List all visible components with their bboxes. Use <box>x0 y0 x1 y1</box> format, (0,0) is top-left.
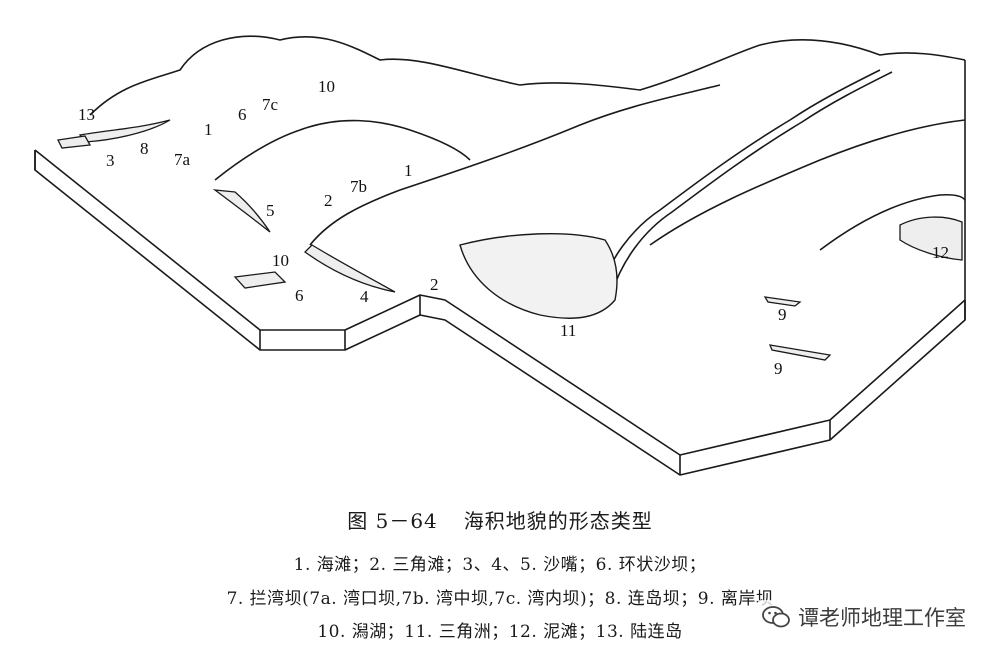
headland-upper <box>214 119 471 181</box>
island-13 <box>57 135 92 149</box>
label-9b: 9 <box>774 359 783 378</box>
delta-fan <box>459 233 618 319</box>
label-3: 3 <box>106 151 115 170</box>
block-side-face <box>34 150 966 476</box>
bar-9a <box>763 296 802 307</box>
label-6a: 6 <box>238 105 247 124</box>
label-1b: 1 <box>404 161 413 180</box>
wechat-icon <box>762 606 790 628</box>
block-top-edge <box>34 149 966 456</box>
figure-number: 图 5－64 <box>347 509 438 533</box>
label-7a: 7a <box>174 150 191 169</box>
tombolo-8 <box>78 119 171 143</box>
hill-ridge-back <box>89 35 966 116</box>
figure-title: 海积地貌的形态类型 <box>463 509 653 533</box>
headland-middle <box>309 84 721 246</box>
label-8: 8 <box>140 139 149 158</box>
label-9a: 9 <box>778 305 787 324</box>
island-6 <box>233 271 287 289</box>
label-7c: 7c <box>262 95 279 114</box>
label-10a: 10 <box>318 77 335 96</box>
landform-block-diagram: 13 3 8 7a 1 6 7c 10 1 7b 2 5 10 6 4 2 11… <box>34 35 966 476</box>
legend-line-1: 1. 海滩；2. 三角滩；3、4、5. 沙嘴；6. 环状沙坝； <box>293 555 707 575</box>
spit-5 <box>212 189 271 233</box>
headland-right <box>649 119 966 246</box>
label-10b: 10 <box>272 251 289 270</box>
headland-far-right <box>819 193 966 251</box>
legend-line-2: 7. 拦湾坝(7a. 湾口坝,7b. 湾中坝,7c. 湾内坝)；8. 连岛坝；9… <box>226 589 774 609</box>
bar-9b <box>768 344 832 361</box>
watermark-text: 谭老师地理工作室 <box>798 606 966 630</box>
label-7b: 7b <box>350 177 367 196</box>
figure-caption: 图 5－64 海积地貌的形态类型 <box>0 505 1000 534</box>
label-11: 11 <box>560 321 576 340</box>
spit-4 <box>303 244 396 293</box>
legend-line-3: 10. 潟湖；11. 三角洲；12. 泥滩；13. 陆连岛 <box>317 622 683 642</box>
label-1a: 1 <box>204 120 213 139</box>
mudflat-12 <box>899 216 963 261</box>
label-5: 5 <box>266 201 275 220</box>
label-4: 4 <box>360 287 369 306</box>
river-channel <box>599 69 881 291</box>
label-13: 13 <box>78 105 95 124</box>
label-2b: 2 <box>430 275 439 294</box>
label-12: 12 <box>932 243 949 262</box>
watermark: 谭老师地理工作室 <box>758 600 970 634</box>
label-2a: 2 <box>324 191 333 210</box>
label-6b: 6 <box>295 286 304 305</box>
